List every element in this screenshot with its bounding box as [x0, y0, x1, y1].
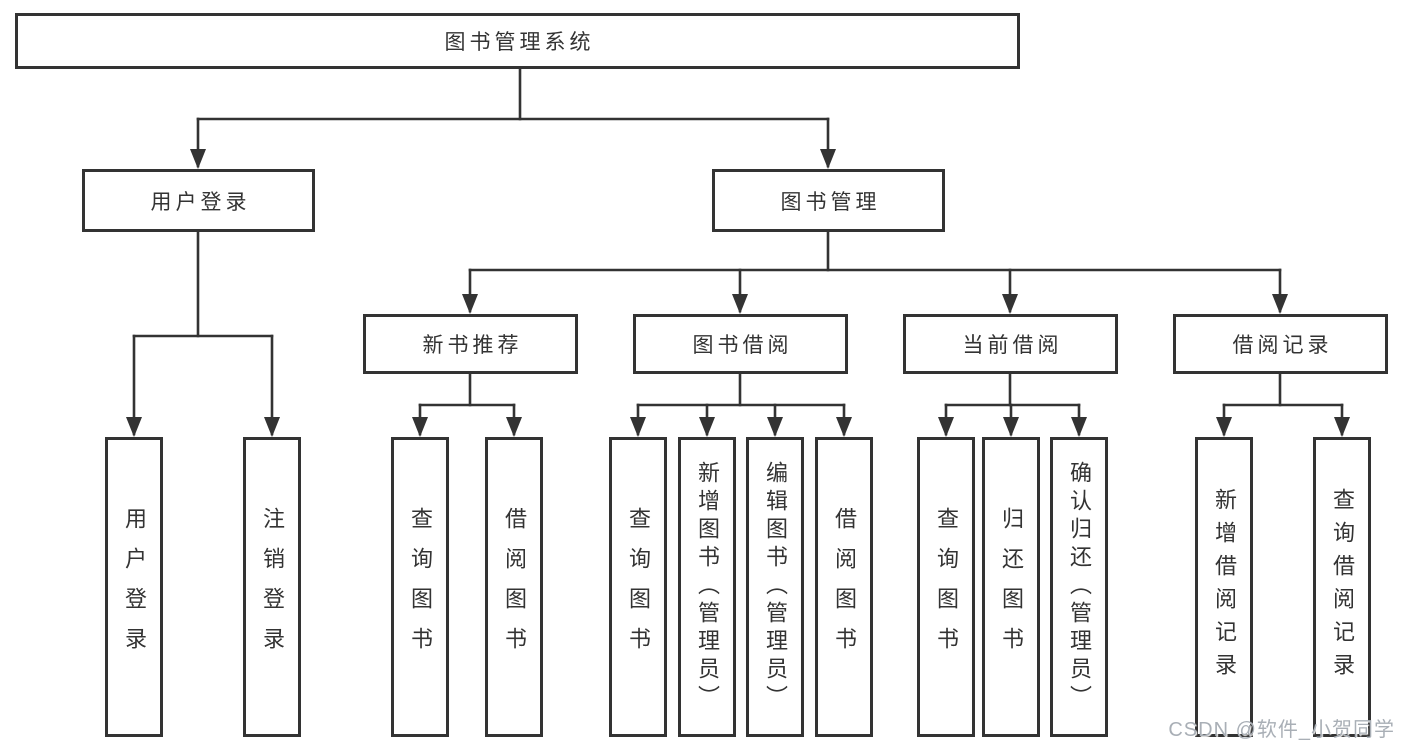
leaf-logout-login: 注销登录	[243, 437, 301, 737]
leaf-current-confirm-return-admin: 确认归还（管理员）	[1050, 437, 1108, 737]
leaf-records-add-borrow-record: 新增借阅记录	[1195, 437, 1253, 737]
node-label: 图书管理系统	[444, 31, 595, 54]
leaf-label: 编辑图书（管理员）	[763, 461, 788, 713]
leaf-newrec-query-books: 查询图书	[391, 437, 449, 737]
leaf-label: 新增图书（管理员）	[695, 461, 720, 713]
leaf-label: 查询图书	[934, 507, 959, 667]
node-label: 当前借阅	[962, 334, 1063, 357]
node-user-login: 用户登录	[82, 169, 315, 232]
leaf-borrowing-edit-books-admin: 编辑图书（管理员）	[746, 437, 804, 737]
leaf-records-query-borrow-record: 查询借阅记录	[1313, 437, 1371, 737]
node-book-management: 图书管理	[712, 169, 945, 232]
leaf-label: 新增借阅记录	[1212, 488, 1237, 686]
leaf-label: 查询借阅记录	[1330, 488, 1355, 686]
leaf-label: 借阅图书	[832, 507, 857, 667]
node-borrowing-records: 借阅记录	[1173, 314, 1388, 374]
leaf-borrowing-query-books: 查询图书	[609, 437, 667, 737]
leaf-borrowing-borrow-books: 借阅图书	[815, 437, 873, 737]
leaf-label: 查询图书	[408, 507, 433, 667]
leaf-label: 借阅图书	[502, 507, 527, 667]
node-label: 借阅记录	[1232, 334, 1333, 357]
leaf-current-query-books: 查询图书	[917, 437, 975, 737]
leaf-label: 归还图书	[999, 507, 1024, 667]
csdn-watermark: CSDN @软件_小贺同学	[1168, 719, 1395, 741]
node-label: 新书推荐	[422, 334, 523, 357]
node-book-borrowing: 图书借阅	[633, 314, 848, 374]
leaf-label: 确认归还（管理员）	[1067, 461, 1092, 713]
node-new-book-recommendation: 新书推荐	[363, 314, 578, 374]
node-label: 图书管理	[780, 190, 881, 214]
leaf-current-return-books: 归还图书	[982, 437, 1040, 737]
node-system-root: 图书管理系统	[15, 13, 1020, 69]
node-current-borrowing: 当前借阅	[903, 314, 1118, 374]
leaf-label: 用户登录	[122, 507, 147, 667]
node-label: 用户登录	[150, 190, 251, 214]
leaf-borrowing-add-books-admin: 新增图书（管理员）	[678, 437, 736, 737]
leaf-newrec-borrow-books: 借阅图书	[485, 437, 543, 737]
node-label: 图书借阅	[692, 334, 793, 357]
leaf-user-login: 用户登录	[105, 437, 163, 737]
leaf-label: 查询图书	[626, 507, 651, 667]
leaf-label: 注销登录	[260, 507, 285, 667]
